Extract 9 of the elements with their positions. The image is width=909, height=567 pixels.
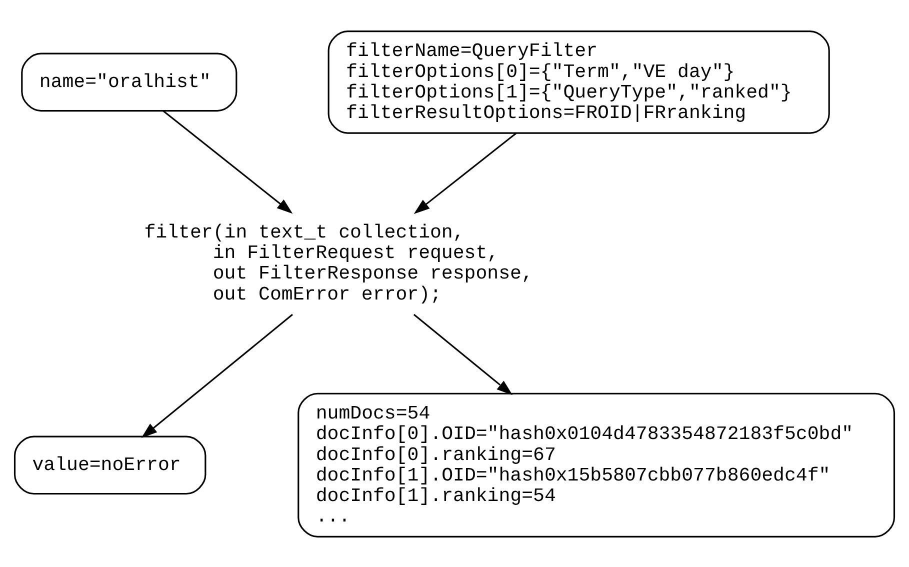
arrow — [414, 132, 516, 214]
node-box: numDocs=54 docInfo[0].OID="hash0x0104d4783354872183f5c0bd" docInfo[0].ranking=67 docInfo[1].OID="hash0x15b5807cbb077b860edc4f" docInfo[1].ranking=54 ... — [298, 392, 896, 537]
arrow — [162, 110, 293, 214]
arrow — [413, 313, 513, 395]
node-box: filterName=QueryFilter filterOptions[0]={"Term","VE day"} filterOptions[1]={"QueryType","ranked"} filterResultOptions=FROID|FRranking — [328, 30, 830, 134]
node-text: filter(in text_t collection, in FilterRequest request, out FilterResponse response, out ComError error); — [144, 220, 533, 305]
node-box: name="oralhist" — [21, 52, 238, 112]
arrow — [141, 313, 293, 438]
node-box: value=noError — [14, 435, 206, 494]
